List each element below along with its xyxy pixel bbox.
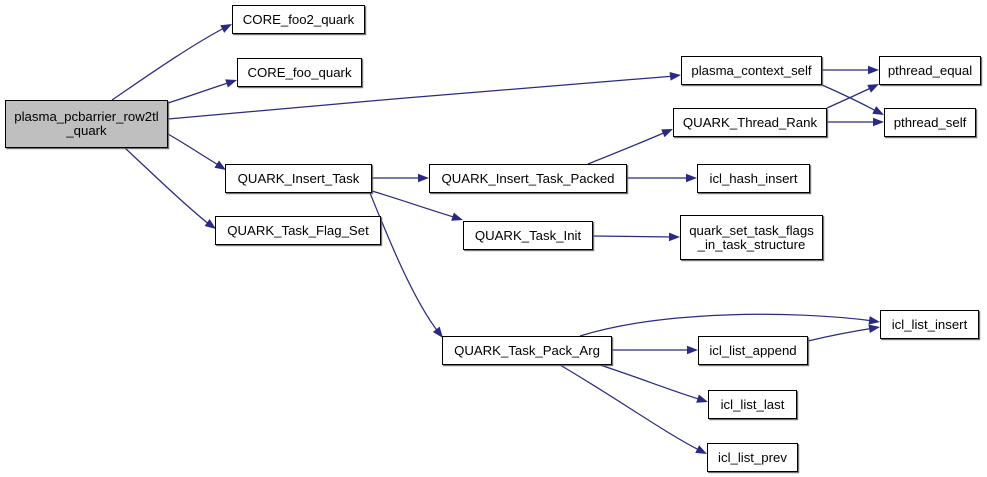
graph-node-QUARK_Insert_Task_Packed[interactable]: QUARK_Insert_Task_Packed — [429, 164, 627, 193]
graph-node-QUARK_Insert_Task[interactable]: QUARK_Insert_Task — [225, 164, 372, 193]
arrowhead-icon — [418, 173, 429, 183]
call-edge — [587, 130, 669, 165]
graph-node-plasma_pcbarrier_row2tl_quark[interactable]: plasma_pcbarrier_row2tl _quark — [5, 100, 168, 148]
arrowhead-icon — [687, 345, 698, 355]
graph-node-quark_set_task_flags_in_task_structure[interactable]: quark_set_task_flags _in_task_structure — [680, 215, 823, 260]
call-edge — [124, 147, 211, 226]
arrowhead-icon — [669, 72, 681, 81]
graph-node-icl_list_append[interactable]: icl_list_append — [698, 336, 808, 365]
call-edge — [371, 190, 458, 219]
arrowhead-icon — [668, 232, 680, 242]
graph-node-CORE_foo2_quark[interactable]: CORE_foo2_quark — [232, 5, 365, 34]
graph-node-QUARK_Thread_Rank[interactable]: QUARK_Thread_Rank — [673, 108, 827, 137]
graph-node-icl_list_prev[interactable]: icl_list_prev — [707, 443, 798, 472]
arrowhead-icon — [686, 173, 697, 183]
call-edge — [579, 313, 875, 337]
call-edge — [826, 86, 874, 109]
call-edge — [167, 81, 232, 104]
arrowhead-icon — [868, 316, 880, 325]
graph-node-QUARK_Task_Flag_Set[interactable]: QUARK_Task_Flag_Set — [215, 216, 381, 245]
call-edge — [369, 192, 440, 334]
graph-node-pthread_equal[interactable]: pthread_equal — [879, 56, 981, 85]
graph-node-icl_hash_insert[interactable]: icl_hash_insert — [697, 164, 810, 193]
graph-node-icl_list_last[interactable]: icl_list_last — [708, 390, 797, 419]
call-edge — [592, 235, 675, 238]
graph-node-CORE_foo_quark[interactable]: CORE_foo_quark — [237, 58, 362, 87]
arrowhead-icon — [868, 65, 879, 75]
call-edge — [807, 327, 875, 342]
call-edge — [559, 364, 702, 452]
graph-node-icl_list_insert[interactable]: icl_list_insert — [880, 310, 979, 339]
graph-node-QUARK_Task_Init[interactable]: QUARK_Task_Init — [463, 221, 593, 250]
graph-node-QUARK_Task_Pack_Arg[interactable]: QUARK_Task_Pack_Arg — [442, 336, 612, 365]
call-edge — [821, 84, 879, 113]
arrowhead-icon — [873, 117, 884, 127]
call-edge — [599, 364, 703, 401]
graph-node-pthread_self[interactable]: pthread_self — [884, 108, 976, 137]
arrowhead-icon — [868, 324, 880, 334]
call-edge — [111, 26, 227, 101]
graph-node-plasma_context_self[interactable]: plasma_context_self — [681, 56, 822, 85]
call-edge — [167, 133, 221, 167]
